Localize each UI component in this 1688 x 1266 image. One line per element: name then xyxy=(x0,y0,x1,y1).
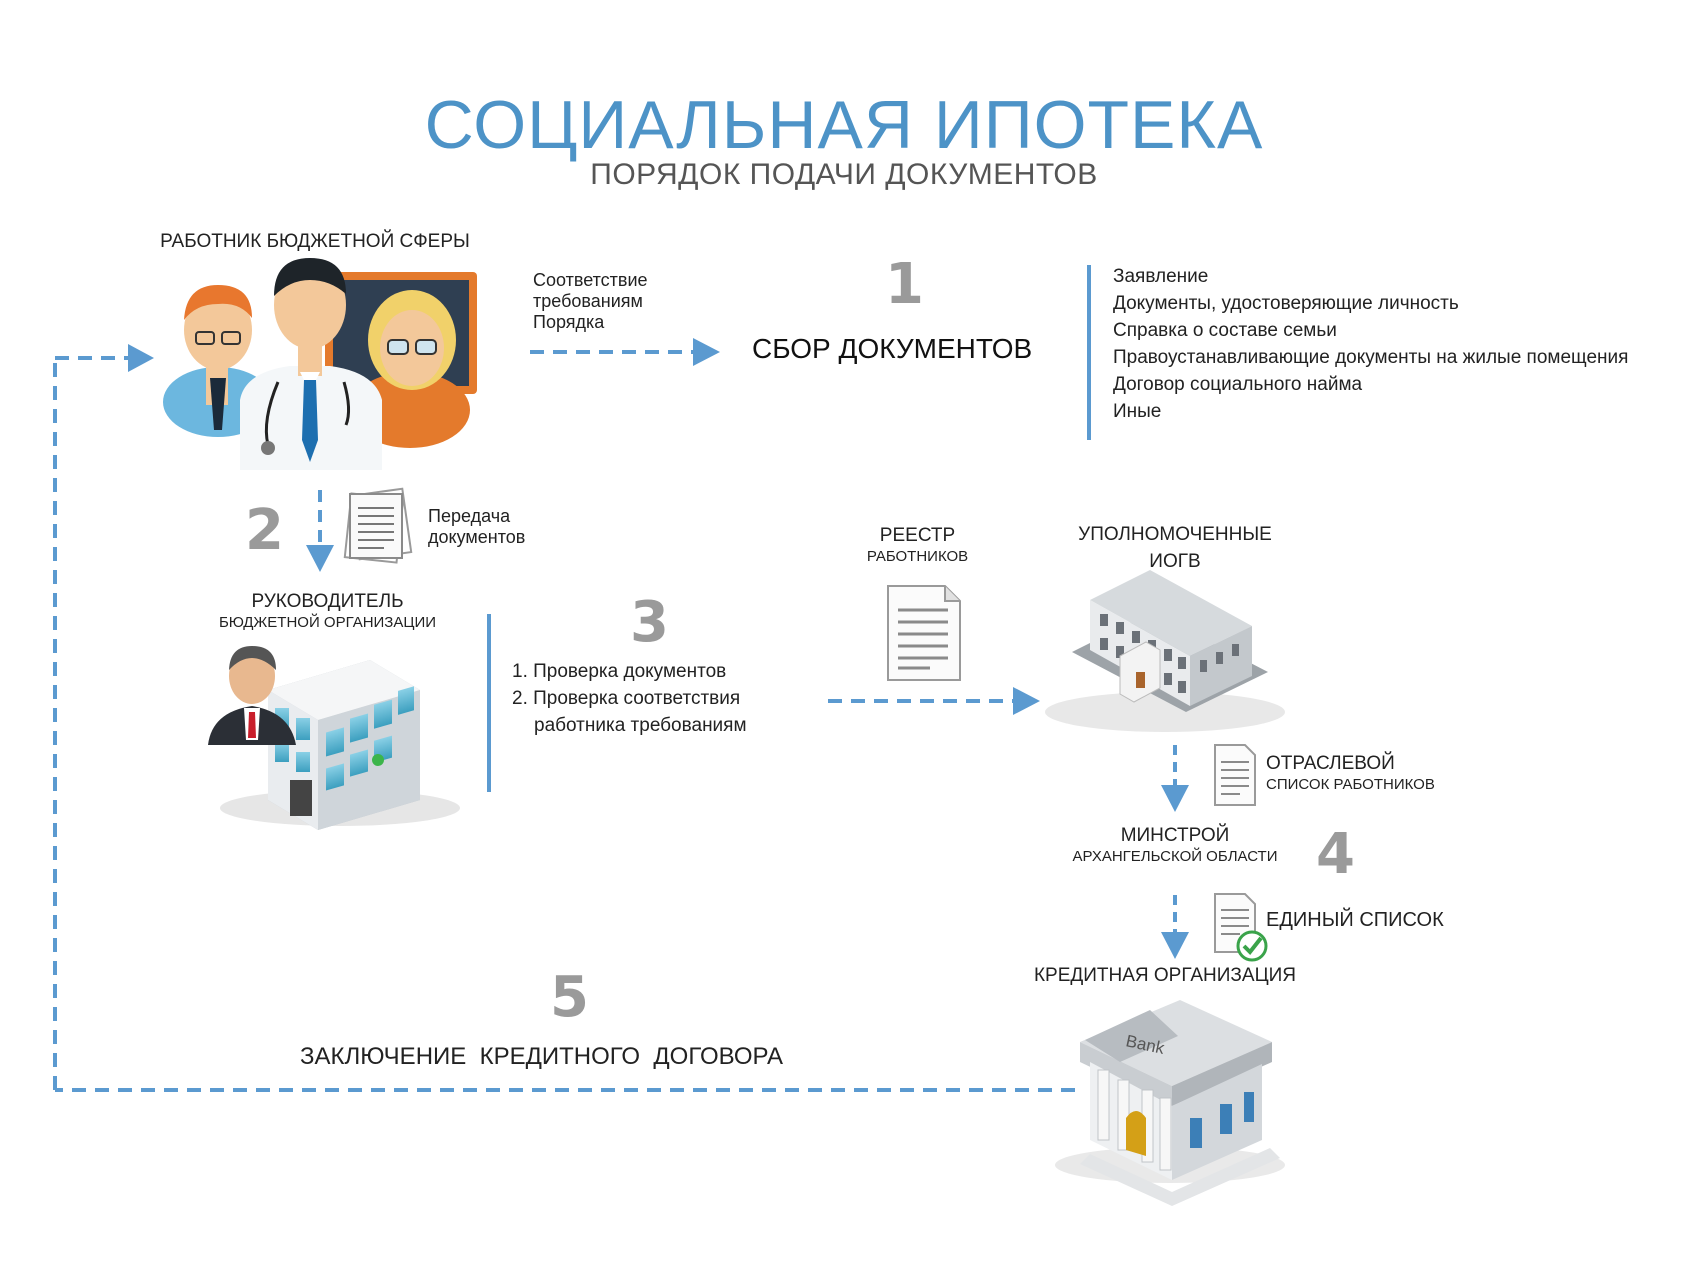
requirements-note-line: Порядка xyxy=(533,312,605,333)
iogv-label-line1: УПОЛНОМОЧЕННЫЕ xyxy=(1078,524,1272,545)
arrow-to-collection-head xyxy=(693,338,720,366)
documents-list-item: Документы, удостоверяющие личность xyxy=(1113,293,1459,314)
checks-list: 1. Проверка документов 2. Проверка соотв… xyxy=(512,658,747,739)
requirements-note-line: требованиям xyxy=(533,291,643,312)
head-label-line2: БЮДЖЕТНОЙ ОРГАНИЗАЦИИ xyxy=(218,613,437,631)
bank-illustration: Bank xyxy=(1055,1000,1285,1206)
checks-list-item: 1. Проверка документов xyxy=(512,661,727,682)
step-2-number: 2 xyxy=(245,498,284,563)
arrow-to-iogv-head xyxy=(1013,687,1040,715)
minstroy-label-line2: АРХАНГЕЛЬСКОЙ ОБЛАСТИ xyxy=(1072,847,1278,865)
requirements-note-line: Соответствие xyxy=(533,270,648,290)
registry-label-line1: РЕЕСТР xyxy=(879,525,956,546)
worker-label: РАБОТНИК БЮДЖЕТНОЙ СФЕРЫ xyxy=(160,231,470,252)
arrow-to-bank-head xyxy=(1161,932,1189,959)
documents-list: Заявление Документы, удостоверяющие личн… xyxy=(1113,263,1628,425)
return-loop-arrow xyxy=(53,356,1075,1092)
sector-list-label: ОТРАСЛЕВОЙ СПИСОК РАБОТНИКОВ xyxy=(1266,752,1435,795)
iogv-label: УПОЛНОМОЧЕННЫЕ ИОГВ xyxy=(1055,522,1295,575)
arrow-to-minstroy-head xyxy=(1161,785,1189,812)
documents-list-item: Правоустанавливающие документы на жилые … xyxy=(1113,347,1629,368)
step-4-number: 4 xyxy=(1316,822,1355,887)
budget-organization-illustration xyxy=(208,646,460,830)
transfer-label-line: Передача xyxy=(428,506,511,526)
sector-list-document-icon xyxy=(1214,744,1256,806)
minstroy-label-line1: МИНСТРОЙ xyxy=(1120,825,1230,846)
step-3-number: 3 xyxy=(630,590,669,655)
step-5-number: 5 xyxy=(550,965,589,1030)
step-1-number: 1 xyxy=(885,252,924,317)
single-list-document-check-icon xyxy=(1214,893,1268,962)
step-5-title: ЗАКЛЮЧЕНИЕ КРЕДИТНОГО ДОГОВОРА xyxy=(300,1043,783,1070)
documents-list-item: Договор социального найма xyxy=(1113,374,1363,395)
checks-list-item: 2. Проверка соответствия xyxy=(512,688,741,709)
workers-illustration xyxy=(163,258,477,470)
step-1-title: СБОР ДОКУМЕНТОВ xyxy=(752,333,1033,364)
single-list-label: ЕДИНЫЙ СПИСОК xyxy=(1266,909,1444,931)
head-label-line1: РУКОВОДИТЕЛЬ xyxy=(251,591,404,612)
credit-org-label: КРЕДИТНАЯ ОРГАНИЗАЦИЯ xyxy=(1033,965,1297,986)
government-building-illustration xyxy=(1045,570,1285,732)
sector-list-line2: СПИСОК РАБОТНИКОВ xyxy=(1266,775,1435,793)
minstroy-label: МИНСТРОЙ АРХАНГЕЛЬСКОЙ ОБЛАСТИ xyxy=(1045,824,1305,867)
iogv-label-line2: ИОГВ xyxy=(1149,550,1201,572)
transfer-label-line: документов xyxy=(428,527,526,548)
checks-list-item: работника требованиям xyxy=(534,715,747,736)
registry-document-icon xyxy=(887,585,961,681)
requirements-note: Соответствие требованиям Порядка xyxy=(533,270,713,334)
documents-list-item: Иные xyxy=(1113,401,1162,422)
page-subtitle: ПОРЯДОК ПОДАЧИ ДОКУМЕНТОВ xyxy=(590,158,1098,191)
sector-list-line1: ОТРАСЛЕВОЙ xyxy=(1266,753,1395,774)
return-loop-arrowhead xyxy=(128,344,154,372)
documents-list-divider xyxy=(1087,265,1091,440)
head-label: РУКОВОДИТЕЛЬ БЮДЖЕТНОЙ ОРГАНИЗАЦИИ xyxy=(185,590,470,633)
documents-transfer-icon xyxy=(343,487,413,564)
documents-list-item: Заявление xyxy=(1113,266,1209,287)
transfer-label: Передача документов xyxy=(428,506,525,548)
checks-divider xyxy=(487,614,491,792)
page-title: СОЦИАЛЬНАЯ ИПОТЕКА xyxy=(424,87,1264,163)
registry-label-line2: РАБОТНИКОВ xyxy=(866,547,969,565)
registry-label: РЕЕСТР РАБОТНИКОВ xyxy=(840,524,995,567)
documents-list-item: Справка о составе семьи xyxy=(1113,320,1337,341)
arrow-to-head-head xyxy=(306,545,334,572)
